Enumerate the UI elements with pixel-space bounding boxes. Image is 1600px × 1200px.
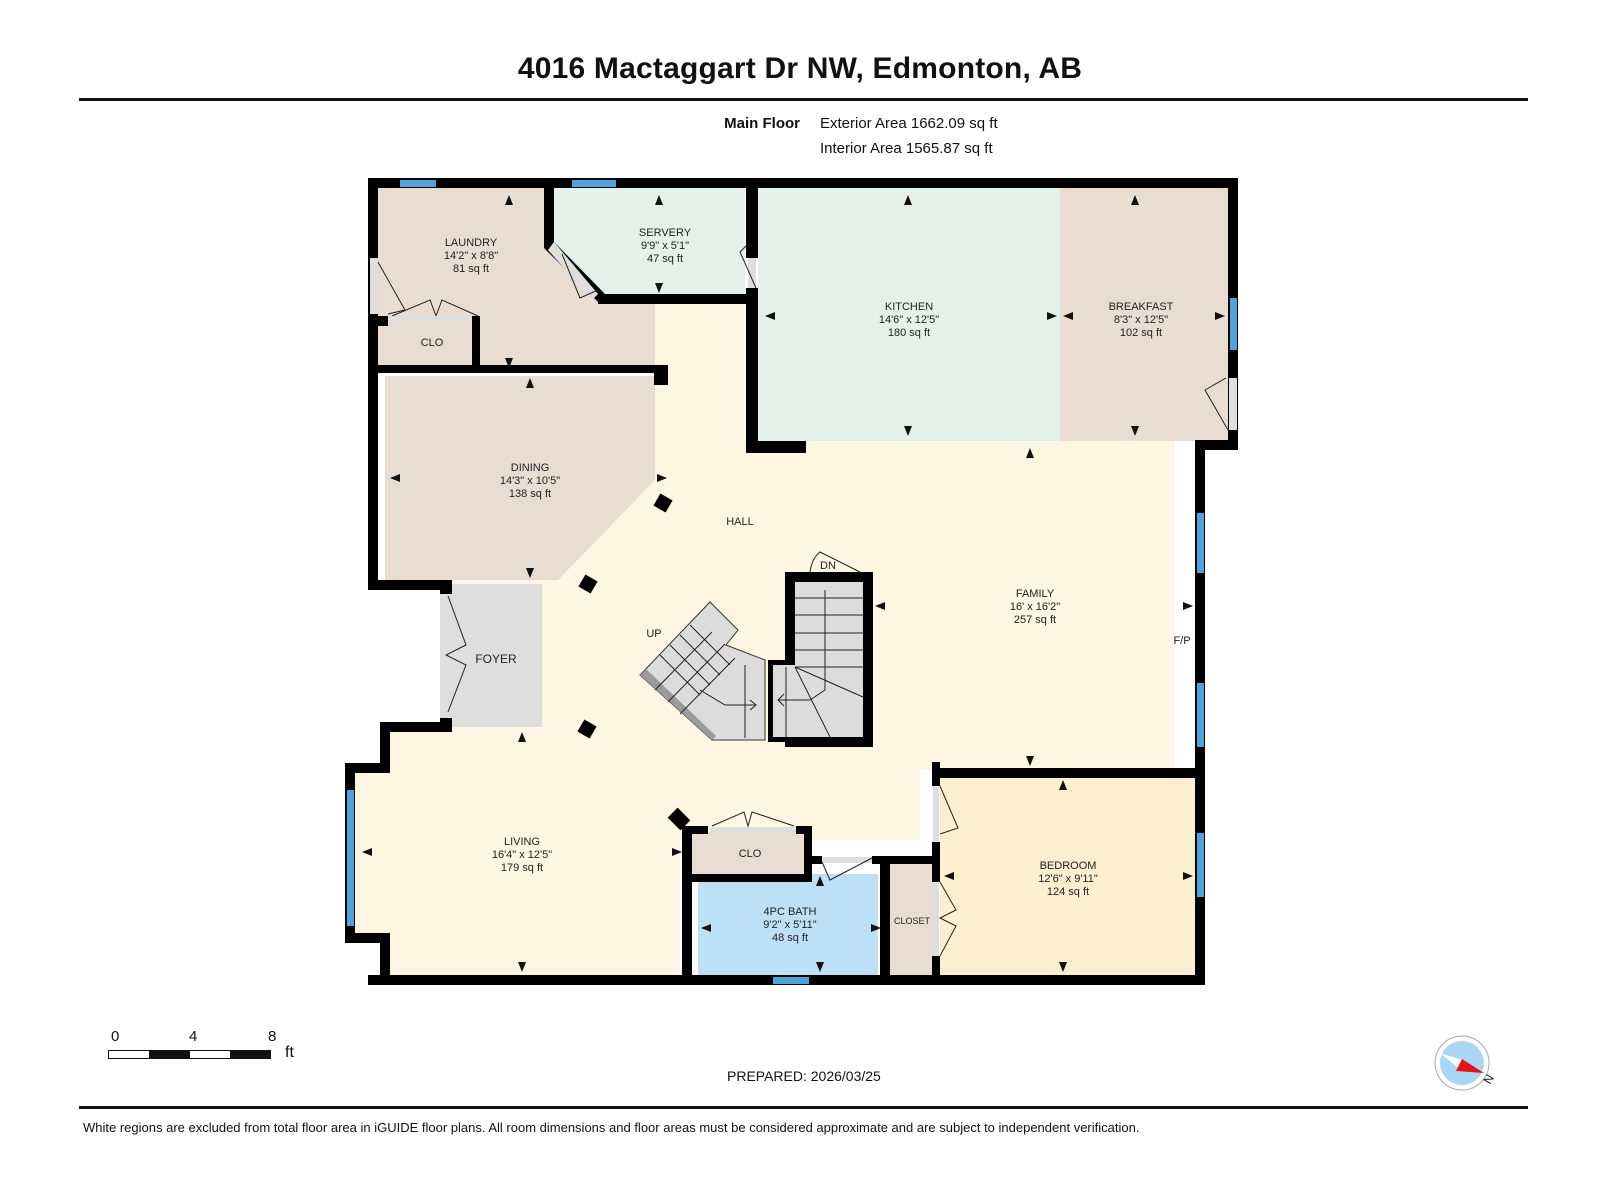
- bedroom-closet-label: CLOSET: [894, 916, 931, 926]
- header-divider: [79, 98, 1528, 101]
- dining-area: 138 sq ft: [509, 488, 551, 500]
- kitchen-floor: [758, 188, 1060, 441]
- exterior-area: Exterior Area 1662.09 sq ft: [820, 115, 998, 132]
- scale-unit: ft: [285, 1044, 294, 1061]
- servery-dims: 9'9" x 5'1": [641, 240, 689, 252]
- scale-segment: [149, 1051, 190, 1058]
- bedroom-floor: [940, 778, 1195, 980]
- footer-divider: [79, 1106, 1528, 1109]
- family-name: FAMILY: [1016, 588, 1055, 600]
- foyer-label: FOYER: [475, 652, 517, 666]
- servery-floor: [554, 188, 745, 298]
- bedroom-dims: 12'6" x 9'11": [1038, 873, 1098, 885]
- dimension-markers: [362, 195, 1225, 972]
- stairs-up-label: UP: [646, 628, 661, 640]
- breakfast-floor: [1060, 188, 1235, 441]
- area-values: Exterior Area 1662.09 sq ft Interior Are…: [820, 111, 998, 161]
- interior-area: Interior Area 1565.87 sq ft: [820, 140, 993, 157]
- bath-name: 4PC BATH: [764, 906, 817, 918]
- living-dims: 16'4" x 12'5": [492, 849, 552, 861]
- doors: [370, 242, 1237, 957]
- dining-floor: [385, 376, 655, 580]
- living-name: LIVING: [504, 836, 540, 848]
- scale-tick-8: 8: [268, 1028, 277, 1045]
- kitchen-dims: 14'6" x 12'5": [879, 314, 939, 326]
- prepared-date: PREPARED: 2026/03/25: [727, 1068, 881, 1084]
- scale-tick-0: 0: [111, 1028, 120, 1045]
- servery-area: 47 sq ft: [647, 253, 683, 265]
- family-area: 257 sq ft: [1014, 614, 1056, 626]
- fireplace-label: F/P: [1173, 635, 1190, 647]
- hall-floor: [350, 298, 1175, 975]
- laundry-floor: [378, 188, 655, 366]
- stairs-down-label: DN: [820, 560, 836, 572]
- hall-label: HALL: [726, 516, 754, 528]
- disclaimer-text: White regions are excluded from total fl…: [83, 1120, 1140, 1135]
- kitchen-area: 180 sq ft: [888, 327, 930, 339]
- breakfast-dims: 8'3" x 12'5": [1114, 314, 1168, 326]
- laundry-closet-floor: [386, 322, 479, 362]
- stairs-up: [639, 601, 766, 741]
- bath-area: 48 sq ft: [772, 932, 808, 944]
- bath-dims: 9'2" x 5'11": [763, 919, 816, 931]
- bedroom-area: 124 sq ft: [1047, 886, 1089, 898]
- laundry-closet-label: CLO: [421, 337, 444, 349]
- living-closet-label: CLO: [739, 848, 762, 860]
- compass-north-label: N: [1480, 1072, 1496, 1087]
- floor-name: Main Floor: [724, 115, 800, 132]
- kitchen-name: KITCHEN: [885, 301, 933, 313]
- scale-tick-4: 4: [189, 1028, 198, 1045]
- breakfast-name: BREAKFAST: [1109, 301, 1174, 313]
- breakfast-area: 102 sq ft: [1120, 327, 1162, 339]
- page-title: 4016 Mactaggart Dr NW, Edmonton, AB: [517, 52, 1083, 85]
- laundry-name: LAUNDRY: [445, 237, 498, 249]
- windows: [347, 180, 1237, 984]
- laundry-dims: 14'2" x 8'8": [444, 250, 498, 262]
- compass-icon: N: [1434, 1035, 1497, 1091]
- scale-segment: [230, 1051, 270, 1058]
- scale-bar-graphic: [108, 1050, 271, 1059]
- dining-dims: 14'3" x 10'5": [500, 475, 560, 487]
- living-area: 179 sq ft: [501, 862, 543, 874]
- laundry-area: 81 sq ft: [453, 263, 489, 275]
- living-closet-floor: [692, 832, 804, 874]
- servery-name: SERVERY: [639, 227, 692, 239]
- bedroom-name: BEDROOM: [1040, 860, 1097, 872]
- family-dims: 16' x 16'2": [1010, 601, 1060, 613]
- foyer-floor: [440, 584, 542, 727]
- stairs-down: [768, 551, 873, 747]
- bath-floor: [698, 874, 878, 979]
- dining-name: DINING: [511, 462, 550, 474]
- bedroom-closet-floor: [890, 860, 934, 980]
